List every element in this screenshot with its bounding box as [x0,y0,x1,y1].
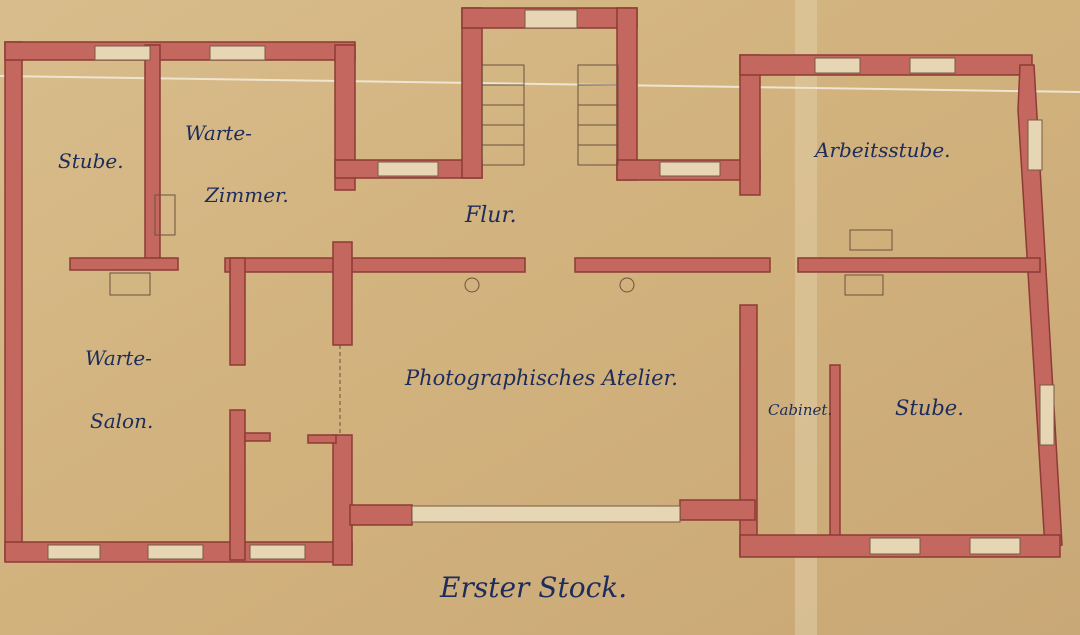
stoves-and-columns [109,194,893,435]
windows [47,9,1055,560]
room-label-cabinet: Cabinet. [768,401,832,419]
room-label-stube-left: Stube. [58,149,124,173]
room-label-stube-right: Stube. [895,396,964,420]
paper-fold [795,0,817,635]
string-line [0,75,1080,93]
room-label-flur: Flur. [464,203,517,228]
room-label-warte-zimmer-2: Zimmer. [204,183,289,207]
room-label-atelier: Photographisches Atelier. [404,366,678,390]
room-label-warte-salon-1: Warte- [85,346,152,370]
room-label-warte-zimmer-1: Warte- [185,121,252,145]
room-label-arbeitsstube: Arbeitsstube. [813,138,951,162]
stairs [481,64,619,166]
room-label-warte-salon-2: Salon. [90,409,153,433]
plan-title: Erster Stock. [439,571,627,604]
